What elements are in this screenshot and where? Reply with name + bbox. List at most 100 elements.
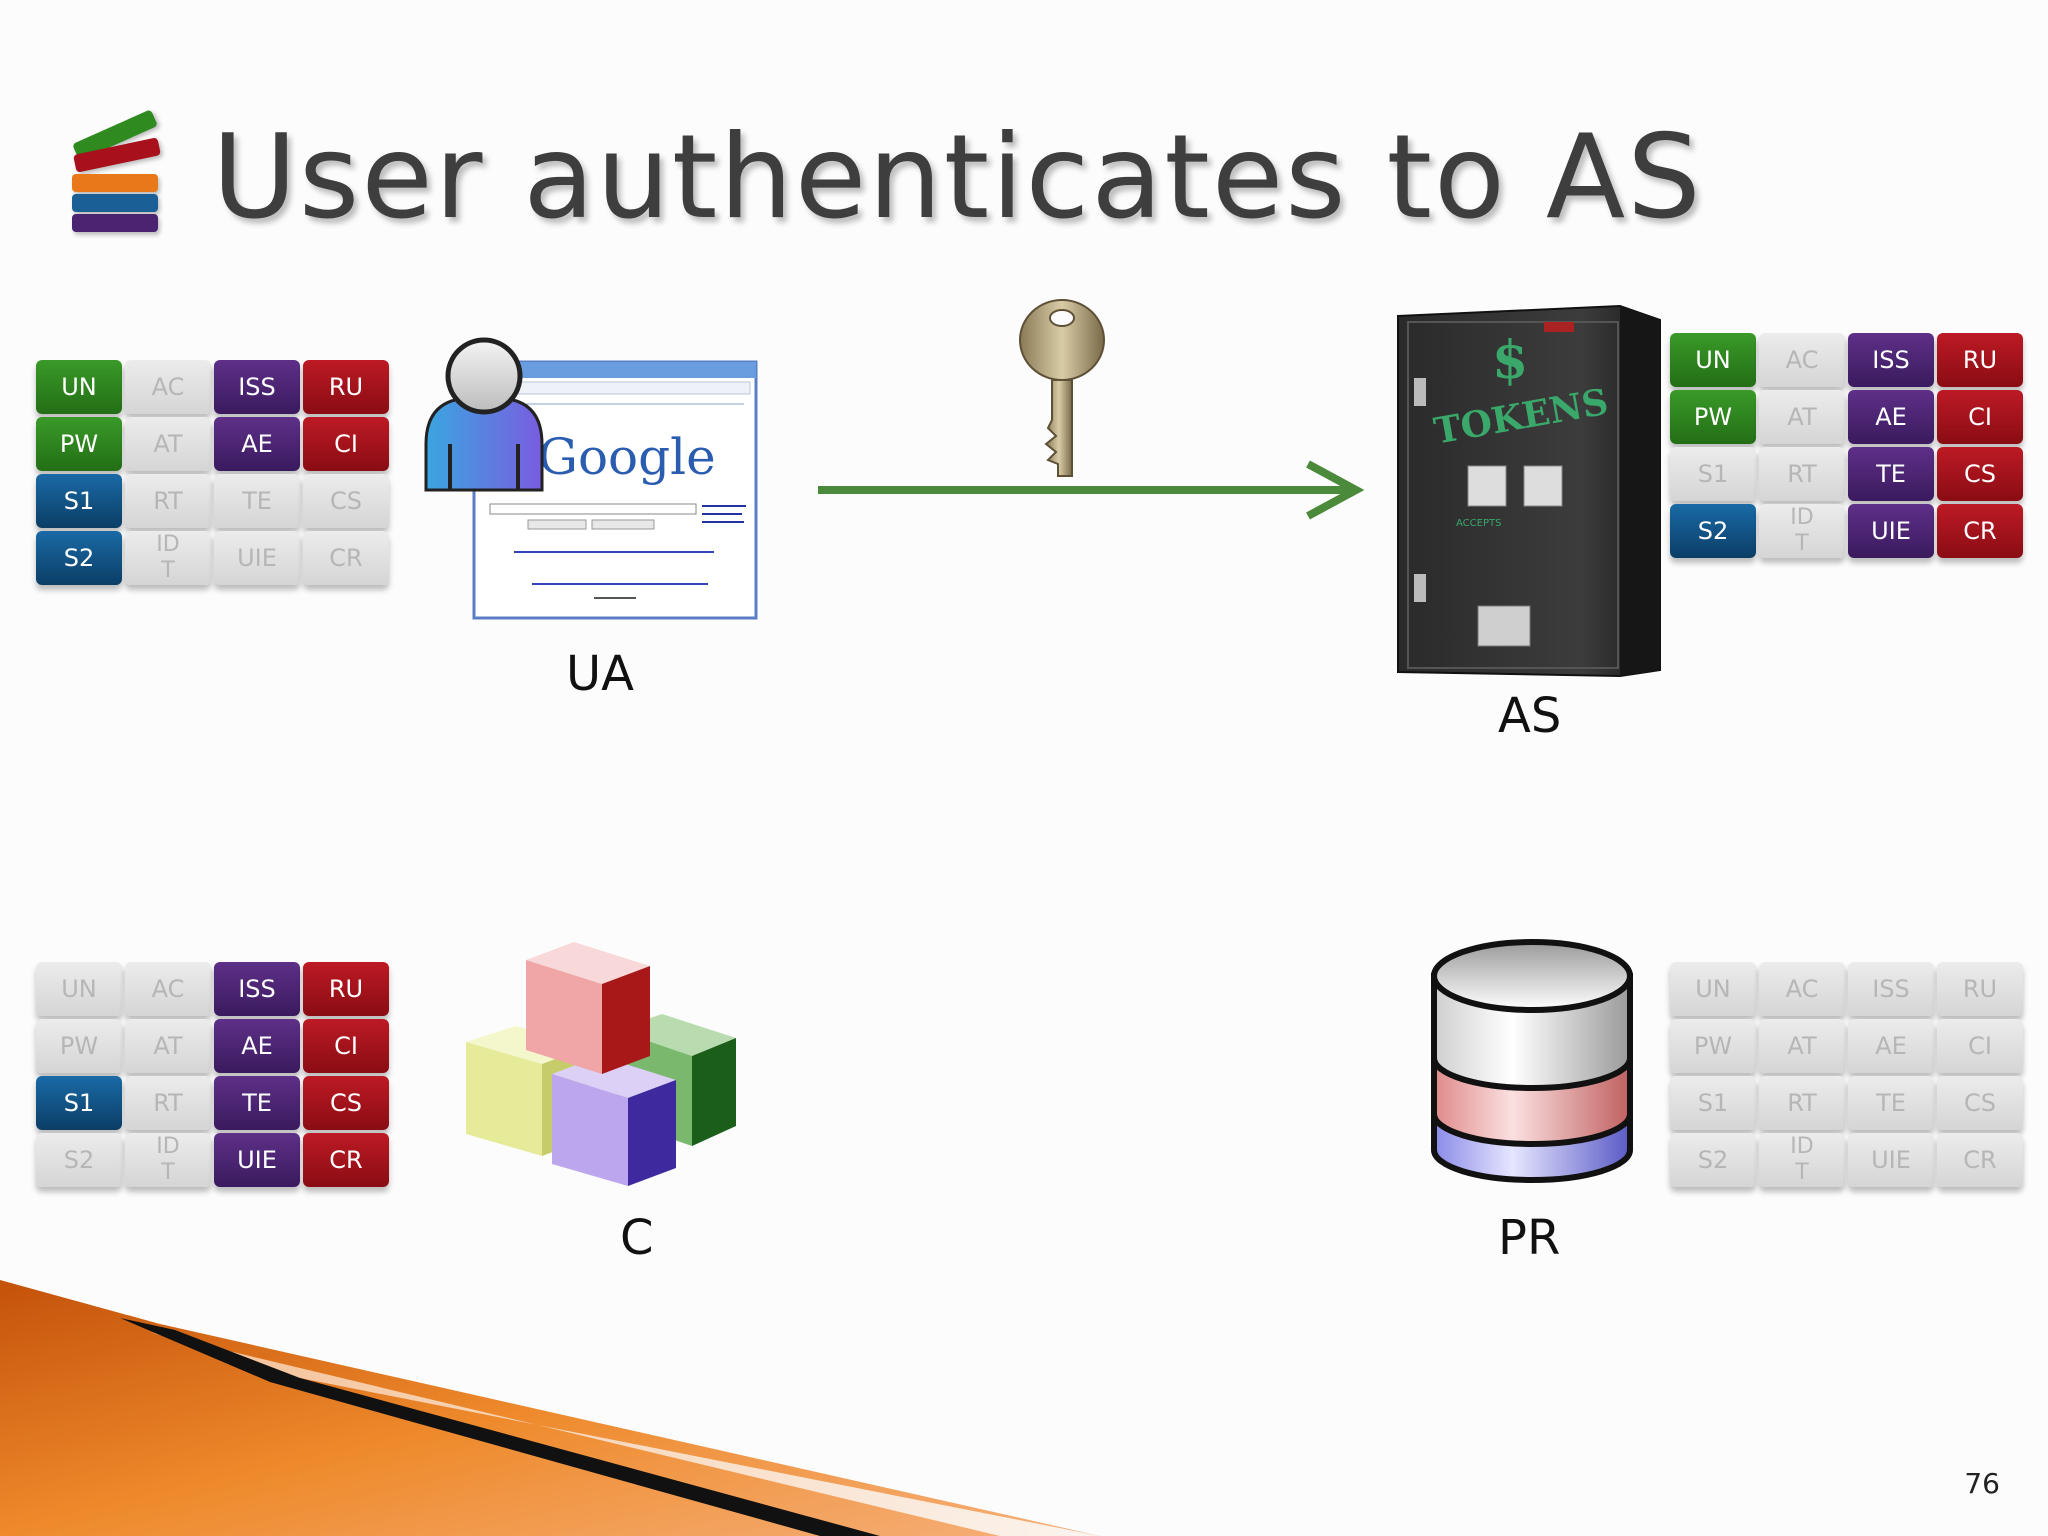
attribute-tile-iss: ISS xyxy=(214,360,300,414)
attribute-tile-uie: UIE xyxy=(1848,1133,1934,1187)
attribute-tile-label: UIE xyxy=(1871,1146,1911,1174)
attribute-tile-ac: AC xyxy=(1759,333,1845,387)
attribute-tile-at: AT xyxy=(125,1019,211,1073)
attribute-tile-label: CI xyxy=(1968,403,1992,431)
attribute-tile-label: UN xyxy=(61,373,97,401)
attribute-tile-label: CR xyxy=(1963,517,1997,545)
attribute-tile-cs: CS xyxy=(1937,447,2023,501)
attribute-tile-at: AT xyxy=(1759,1019,1845,1073)
page-number: 76 xyxy=(1964,1467,2000,1500)
attribute-tile-s1: S1 xyxy=(1670,1076,1756,1130)
attribute-tile-label: TE xyxy=(242,1089,272,1117)
attribute-tile-iss: ISS xyxy=(214,962,300,1016)
attribute-tile-label: CR xyxy=(329,1146,363,1174)
attribute-tile-label: TE xyxy=(242,487,272,515)
attribute-tile-s2: S2 xyxy=(36,1133,122,1187)
attribute-tile-pw: PW xyxy=(36,1019,122,1073)
attribute-tile-label: UIE xyxy=(1871,517,1911,545)
node-label-as: AS xyxy=(1498,688,1562,744)
attribute-tile-ae: AE xyxy=(1848,390,1934,444)
user-browser-icon: Google xyxy=(424,337,758,620)
attribute-tile-s1: S1 xyxy=(1670,447,1756,501)
attribute-tile-label: CS xyxy=(1964,460,1996,488)
attribute-tile-ru: RU xyxy=(1937,333,2023,387)
database-icon xyxy=(1431,939,1633,1183)
attribute-tile-label: IDT xyxy=(1790,1134,1814,1185)
attribute-tile-un: UN xyxy=(1670,333,1756,387)
attribute-tile-label: CS xyxy=(330,1089,362,1117)
attribute-tile-label: UIE xyxy=(237,1146,277,1174)
attribute-tile-label: UN xyxy=(1695,346,1731,374)
attribute-tile-uie: UIE xyxy=(1848,504,1934,558)
attribute-tile-label: RT xyxy=(1787,460,1817,488)
attribute-tile-label: UIE xyxy=(237,544,277,572)
machine-accepts-text: ACCEPTS xyxy=(1456,518,1501,529)
attribute-tile-s2: S2 xyxy=(36,531,122,585)
attribute-tile-rt: RT xyxy=(1759,1076,1845,1130)
attribute-tile-idt: IDT xyxy=(125,1133,211,1187)
attribute-tile-label: RT xyxy=(153,1089,183,1117)
attribute-tile-label: CR xyxy=(329,544,363,572)
attribute-tile-label: ISS xyxy=(1872,346,1910,374)
attribute-tile-label: CS xyxy=(1964,1089,1996,1117)
attribute-tile-label: RU xyxy=(1962,975,1998,1003)
attribute-tile-ru: RU xyxy=(1937,962,2023,1016)
attribute-tile-pw: PW xyxy=(36,417,122,471)
attribute-tile-label: AE xyxy=(1875,1032,1907,1060)
flow-arrow-ua-to-as xyxy=(818,460,1365,520)
attribute-tile-label: S1 xyxy=(1697,1089,1729,1117)
attribute-tile-label: S2 xyxy=(63,544,95,572)
attribute-tile-label: AE xyxy=(241,1032,273,1060)
machine-dollar-text: $ xyxy=(1492,330,1528,391)
key-icon xyxy=(1019,299,1105,477)
attribute-tile-label: IDT xyxy=(1790,505,1814,556)
attribute-tile-idt: IDT xyxy=(125,531,211,585)
attribute-tile-label: AC xyxy=(151,373,185,401)
attribute-tile-label: CI xyxy=(334,430,358,458)
attribute-tile-ru: RU xyxy=(303,360,389,414)
attribute-tile-cs: CS xyxy=(303,1076,389,1130)
attribute-tile-label: PW xyxy=(59,430,99,458)
attribute-tile-label: UN xyxy=(1695,975,1731,1003)
attribute-tile-label: CS xyxy=(330,487,362,515)
attribute-tile-label: ISS xyxy=(1872,975,1910,1003)
attribute-tile-cr: CR xyxy=(1937,1133,2023,1187)
attribute-tile-ac: AC xyxy=(125,962,211,1016)
attribute-tile-uie: UIE xyxy=(214,531,300,585)
attribute-tile-ae: AE xyxy=(1848,1019,1934,1073)
attribute-tile-te: TE xyxy=(1848,447,1934,501)
attribute-tile-label: S1 xyxy=(63,487,95,515)
attribute-tile-ac: AC xyxy=(1759,962,1845,1016)
attribute-tile-label: S2 xyxy=(1697,1146,1729,1174)
attribute-tile-label: S2 xyxy=(1697,517,1729,545)
attribute-tile-label: PW xyxy=(1693,1032,1733,1060)
attribute-tile-label: CI xyxy=(334,1032,358,1060)
attribute-tile-cs: CS xyxy=(1937,1076,2023,1130)
attribute-tile-s2: S2 xyxy=(1670,1133,1756,1187)
attribute-tile-label: AE xyxy=(1875,403,1907,431)
attribute-tile-ci: CI xyxy=(1937,390,2023,444)
attribute-tile-label: AC xyxy=(1785,975,1819,1003)
attribute-tile-uie: UIE xyxy=(214,1133,300,1187)
attribute-tile-label: AT xyxy=(1787,403,1817,431)
attribute-tile-label: RT xyxy=(1787,1089,1817,1117)
attribute-tile-cr: CR xyxy=(303,1133,389,1187)
node-label-pr: PR xyxy=(1498,1210,1561,1266)
attribute-tile-label: AT xyxy=(153,430,183,458)
orange-swoosh-decoration xyxy=(0,1280,1100,1536)
attribute-tile-at: AT xyxy=(125,417,211,471)
attribute-tile-un: UN xyxy=(36,962,122,1016)
attribute-tile-label: RU xyxy=(328,373,364,401)
attribute-tile-rt: RT xyxy=(1759,447,1845,501)
node-label-ua: UA xyxy=(566,646,634,702)
attribute-tile-te: TE xyxy=(214,1076,300,1130)
attribute-tile-label: IDT xyxy=(156,532,180,583)
attribute-tile-label: ISS xyxy=(238,975,276,1003)
node-label-c: C xyxy=(620,1210,654,1266)
attribute-tile-at: AT xyxy=(1759,390,1845,444)
attribute-tile-s2: S2 xyxy=(1670,504,1756,558)
